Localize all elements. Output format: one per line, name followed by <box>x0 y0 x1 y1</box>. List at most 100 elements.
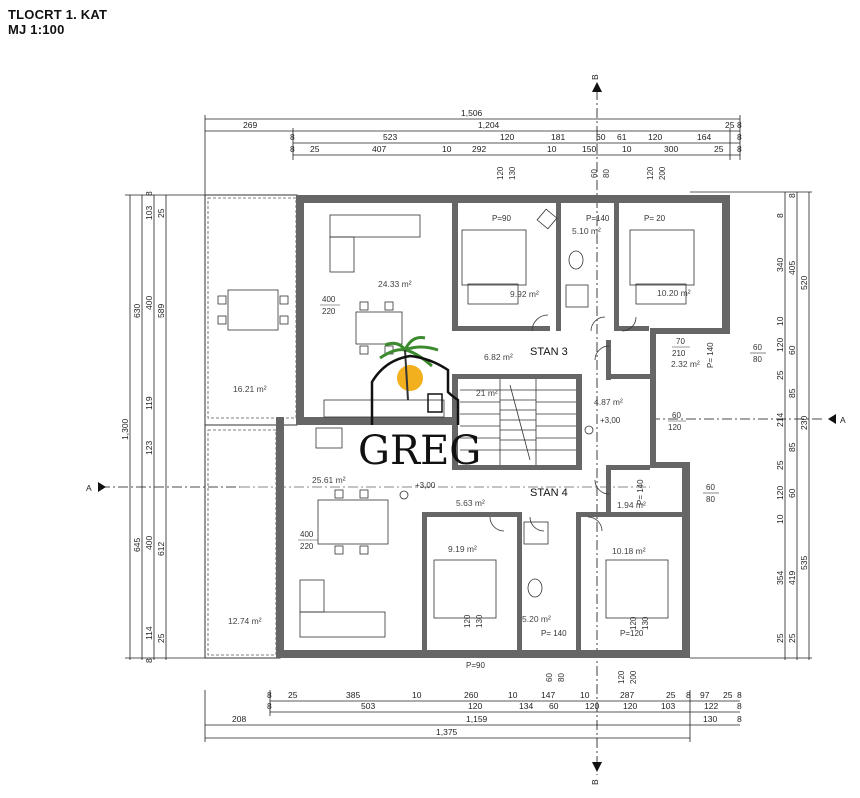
dim-left: 119 <box>144 396 154 410</box>
plan-title: TLOCRT 1. KAT <box>8 7 108 22</box>
dim-right: 120 <box>775 486 785 500</box>
opening-label: 60 <box>590 169 599 178</box>
dim-bottom: 120 <box>468 701 482 711</box>
sofa-icon <box>329 214 421 238</box>
dim-top: 8 <box>737 120 742 130</box>
dim-left: 123 <box>144 441 154 455</box>
dim-right: 120 <box>775 338 785 352</box>
bed-icon-4 <box>605 559 669 619</box>
section-arrow-b-top <box>592 82 602 92</box>
opening-label: 130 <box>641 616 650 630</box>
dim-left: 1,300 <box>120 418 130 440</box>
opening-label: 400 <box>322 295 336 304</box>
bed-icon <box>461 229 527 286</box>
opening-label: 120 <box>629 616 638 630</box>
section-arrow-b-bottom <box>592 762 602 772</box>
dim-top: 8 <box>290 132 295 142</box>
dim-bottom: 8 <box>686 690 691 700</box>
opening-label: 200 <box>629 670 638 684</box>
opening-label: 130 <box>475 614 484 628</box>
dim-right: 230 <box>799 416 809 430</box>
dim-top: 120 <box>500 132 514 142</box>
opening-label: P= 20 <box>644 214 666 223</box>
dim-top: 8 <box>737 144 742 154</box>
opening-label: 80 <box>753 355 762 364</box>
level-label: +3,00 <box>600 416 621 425</box>
dim-right: 405 <box>787 261 797 275</box>
area-label: 9.19 m² <box>448 544 477 554</box>
opening-label: P=90 <box>492 214 511 223</box>
stan-4-label: STAN 4 <box>530 487 568 499</box>
bottom-dimensions: 8 25 385 10 260 10 147 10 287 25 8 97 25… <box>204 690 742 742</box>
dim-top: 25 <box>714 144 724 154</box>
dim-right: 60 <box>787 488 797 498</box>
dim-left: 8 <box>144 658 154 663</box>
dim-bottom: 25 <box>723 690 733 700</box>
area-label: 12.74 m² <box>228 616 262 626</box>
dim-left: 25 <box>156 633 166 643</box>
dim-left: 645 <box>132 538 142 552</box>
dim-left: 25 <box>156 208 166 218</box>
dim-top: 8 <box>737 132 742 142</box>
area-label: 10.18 m² <box>612 546 646 556</box>
dim-bottom: 134 <box>519 701 533 711</box>
area-label: 25.61 m² <box>312 475 346 485</box>
dim-left: 612 <box>156 542 166 556</box>
dim-top: 60 <box>596 132 606 142</box>
dim-left: 630 <box>132 304 142 318</box>
dim-right: 85 <box>787 388 797 398</box>
section-label-b-bottom: B <box>590 779 600 785</box>
palm-tree-icon <box>379 336 439 368</box>
logo-text: GREG <box>358 428 481 474</box>
section-arrow-a-left <box>98 482 106 492</box>
dim-top: 61 <box>617 132 627 142</box>
dim-right: 10 <box>775 316 785 326</box>
greg-logo: GREG <box>358 336 481 474</box>
dim-right: 25 <box>775 633 785 643</box>
dim-top-total: 1,506 <box>461 108 483 118</box>
opening-label: 210 <box>672 349 686 358</box>
top-dimensions: 1,506 269 1,204 25 8 8 523 120 181 60 61… <box>204 108 742 200</box>
dim-bottom: 10 <box>508 690 518 700</box>
area-label: 5.10 m² <box>572 226 601 236</box>
dim-left: 589 <box>156 304 166 318</box>
area-label: 1.94 m² <box>617 500 646 510</box>
dim-bottom-total: 1,375 <box>436 727 458 737</box>
room-areas: 16.21 m² 24.33 m² 9.92 m² 5.10 m² 10.20 … <box>228 226 700 626</box>
dim-bottom: 8 <box>267 690 272 700</box>
section-label-a-right: A <box>840 415 846 425</box>
dim-right: 354 <box>775 571 785 585</box>
dim-bottom: 25 <box>288 690 298 700</box>
dining-table-icon-2 <box>317 499 389 545</box>
dim-right: 214 <box>775 413 785 427</box>
dim-bottom: 147 <box>541 690 555 700</box>
area-label: 9.92 m² <box>510 289 539 299</box>
dim-bottom: 8 <box>267 701 272 711</box>
opening-label: P=120 <box>620 629 644 638</box>
opening-label: 80 <box>557 673 566 682</box>
dim-top: 120 <box>648 132 662 142</box>
dim-right: 25 <box>775 370 785 380</box>
dim-bottom: 8 <box>737 701 742 711</box>
section-label-b-top: B <box>590 74 600 80</box>
section-arrow-a-right <box>828 414 836 424</box>
opening-label: 200 <box>658 166 667 180</box>
dim-top: 300 <box>664 144 678 154</box>
dim-bottom: 10 <box>580 690 590 700</box>
dim-bottom: 1,159 <box>466 714 488 724</box>
opening-label: 120 <box>463 614 472 628</box>
dim-bottom: 503 <box>361 701 375 711</box>
dim-left: 114 <box>144 626 154 640</box>
opening-label: P=140 <box>586 214 610 223</box>
dim-right: 419 <box>787 571 797 585</box>
bed-icon-3 <box>433 559 497 619</box>
dim-left: 400 <box>144 536 154 550</box>
dim-bottom: 208 <box>232 714 246 724</box>
dim-right: 60 <box>787 345 797 355</box>
dim-top: 150 <box>582 144 596 154</box>
dim-bottom: 10 <box>412 690 422 700</box>
dim-bottom: 260 <box>464 690 478 700</box>
dim-right: 25 <box>787 633 797 643</box>
toilet-icon <box>568 250 584 270</box>
area-label: 6.82 m² <box>484 352 513 362</box>
